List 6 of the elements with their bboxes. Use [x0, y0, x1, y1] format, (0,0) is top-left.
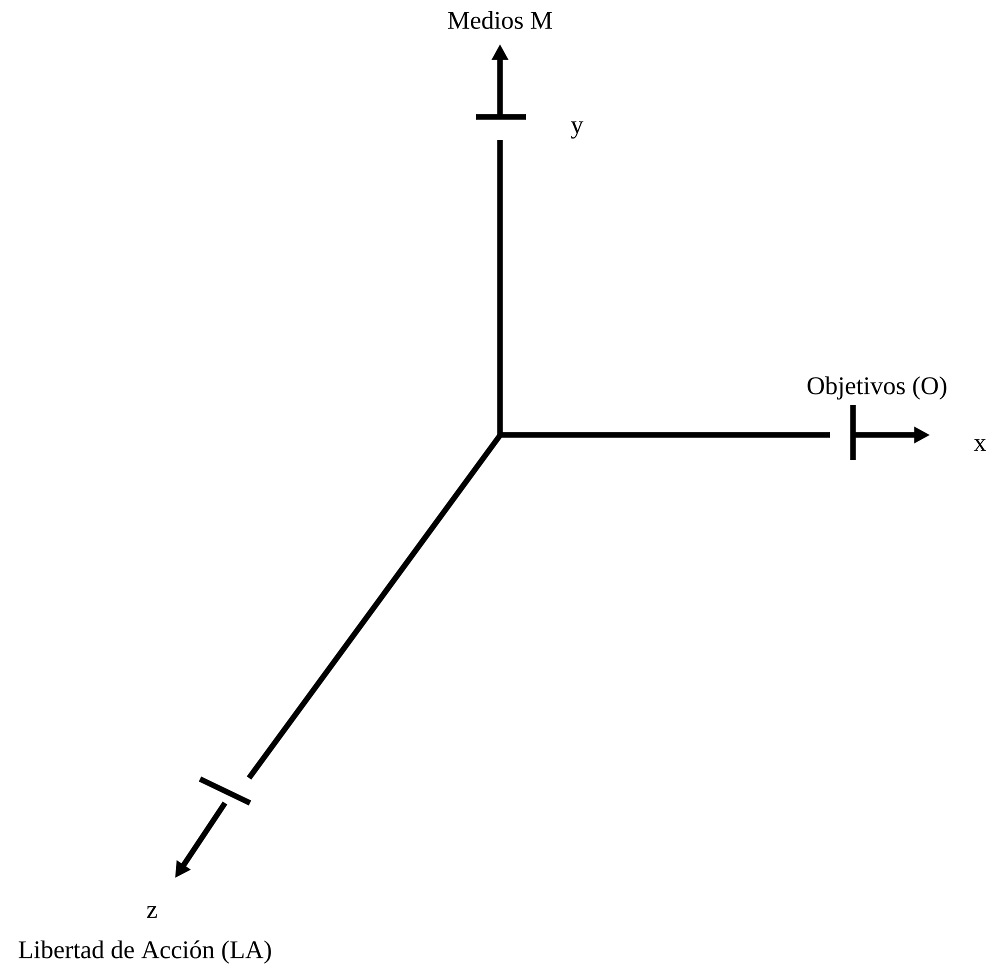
- axis-title: Objetivos (O): [808, 376, 946, 400]
- axis-letter: z: [147, 906, 157, 918]
- axis-title: Libertad de Acción (LA): [18, 940, 271, 964]
- axis-title: Medios M: [448, 11, 552, 29]
- axis-letter: x: [974, 439, 986, 451]
- axis-letter: y: [570, 121, 584, 139]
